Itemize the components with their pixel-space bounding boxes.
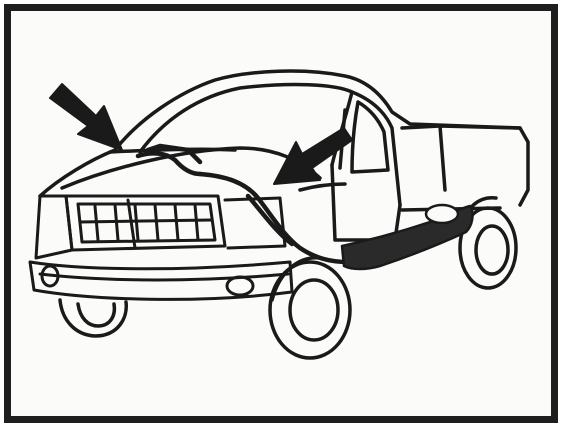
front-grille	[36, 196, 285, 258]
front-bumper	[30, 262, 292, 299]
arrow-hood	[50, 84, 122, 150]
underbody-assembly	[342, 205, 473, 269]
front-wheel	[60, 300, 126, 336]
front-right-wheel	[270, 258, 350, 358]
